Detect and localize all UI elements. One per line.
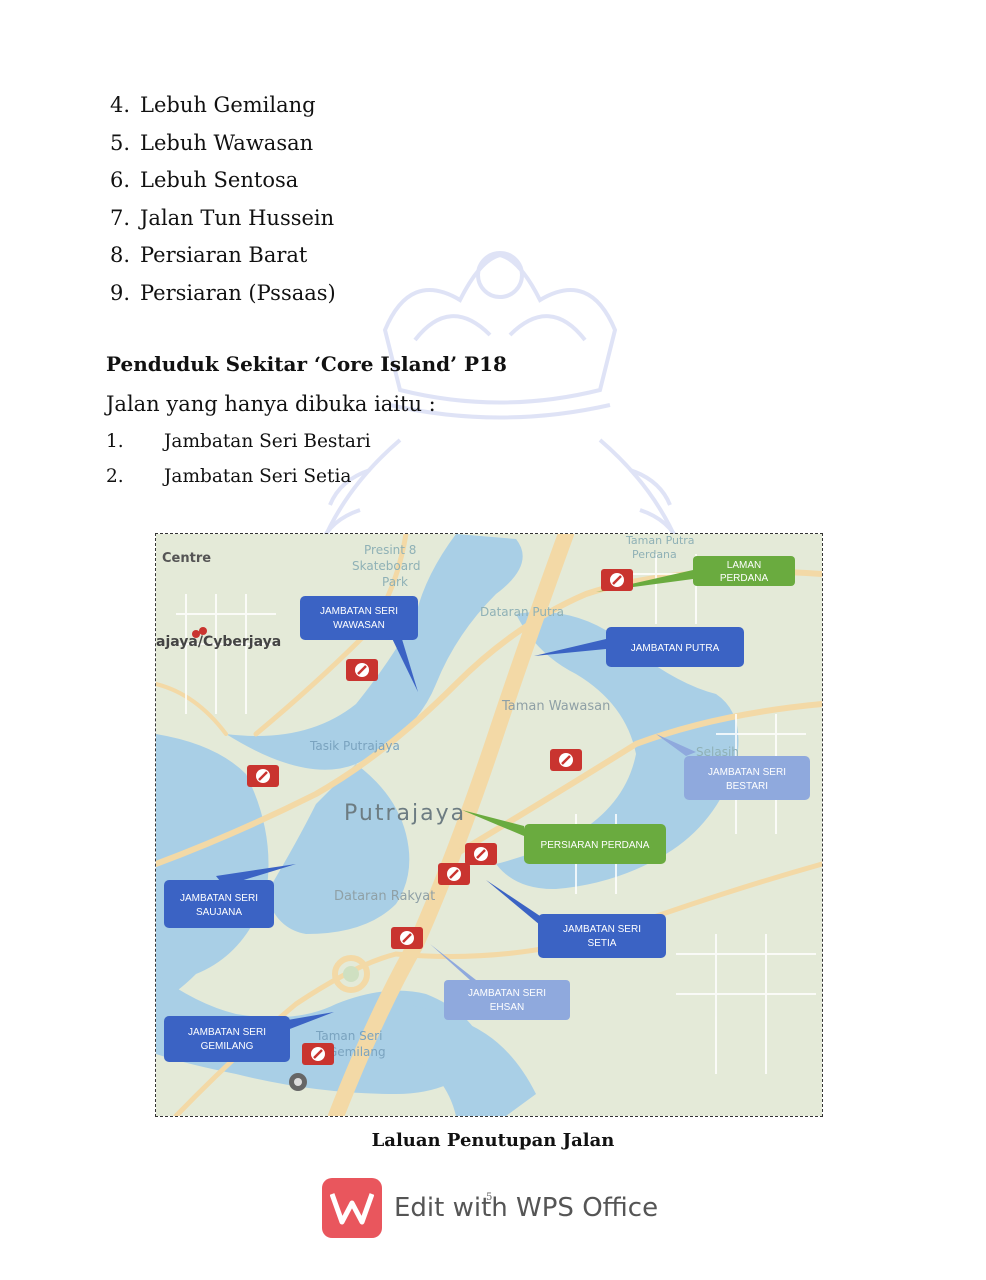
list-text: Jambatan Seri Bestari: [164, 431, 371, 452]
list-item: 1. Jambatan Seri Bestari: [106, 428, 371, 463]
roundabout: [332, 955, 370, 993]
list-item: 8. Persiaran Barat: [110, 238, 336, 276]
label-skateboard: Skateboard: [352, 559, 420, 573]
no-entry-icon: [391, 927, 423, 949]
no-entry-icon: [438, 863, 470, 885]
location-pin-icon: [289, 1073, 307, 1091]
callout-persiaran-perdana: PERSIARAN PERDANA: [524, 824, 666, 864]
label-presint8: Presint 8: [364, 543, 416, 557]
map-caption: Laluan Penutupan Jalan: [371, 1130, 615, 1151]
callout-text: JAMBATAN PUTRA: [631, 643, 720, 654]
list-text: Persiaran (Pssaas): [140, 280, 336, 305]
wps-logo-icon: [322, 1178, 382, 1238]
callout-text: GEMILANG: [201, 1041, 254, 1052]
list-text: Jalan Tun Hussein: [140, 205, 335, 230]
callout-text: JAMBATAN SERI: [320, 606, 398, 617]
road-closure-map: Centre ajaya/Cyberjaya Presint 8 Skatebo…: [155, 533, 823, 1117]
callout-text: SAUJANA: [196, 907, 242, 918]
wps-brand-text: Edit with WPS Office: [394, 1193, 659, 1223]
label-gemilang: Gemilang: [328, 1045, 386, 1059]
label-taman-putra: Taman Putra: [625, 534, 695, 547]
section-intro: Jalan yang hanya dibuka iaitu :: [106, 392, 436, 416]
list-text: Lebuh Gemilang: [140, 93, 316, 117]
list-text: Jambatan Seri Setia: [164, 466, 352, 487]
callout-text: JAMBATAN SERI: [563, 924, 641, 935]
list-number: 7.: [110, 205, 131, 230]
place-labels: Centre ajaya/Cyberjaya Presint 8 Skatebo…: [156, 534, 739, 1059]
section-heading: Penduduk Sekitar ‘Core Island’ P18: [106, 352, 507, 376]
closed-roads-list: 4. Lebuh Gemilang 5. Lebuh Wawasan 6. Lebuh…: [110, 88, 336, 314]
list-number: 5.: [110, 130, 131, 155]
label-centre: Centre: [162, 551, 211, 566]
no-entry-icon: [550, 749, 582, 771]
station-marker-icon: [192, 627, 207, 638]
callout-laman-perdana: LAMAN PERDANA: [693, 556, 795, 586]
label-taman-wawasan: Taman Wawasan: [501, 699, 610, 714]
list-item: 5. Lebuh Wawasan: [110, 126, 336, 164]
no-entry-icon: [601, 569, 633, 591]
callout-text: BESTARI: [726, 781, 768, 792]
wps-office-banner[interactable]: Edit with WPS Office: [322, 1178, 658, 1238]
label-tasik-putrajaya: Tasik Putrajaya: [309, 739, 400, 753]
callout-text: JAMBATAN SERI: [468, 988, 546, 999]
list-item: 7. Jalan Tun Hussein: [110, 201, 336, 239]
list-number: 6.: [110, 168, 131, 193]
callout-text: LAMAN: [727, 560, 761, 571]
label-dataran-putra: Dataran Putra: [480, 605, 564, 619]
list-item: 6. Lebuh Sentosa: [110, 163, 336, 201]
list-number: 2.: [106, 466, 124, 487]
no-entry-icon: [465, 843, 497, 865]
open-roads-list: 1. Jambatan Seri Bestari 2. Jambatan Seri …: [106, 428, 371, 498]
callout-jambatan-seri-bestari: JAMBATAN SERI BESTARI: [684, 756, 810, 800]
label-taman-seri: Taman Seri: [315, 1029, 382, 1043]
map-canvas: Centre ajaya/Cyberjaya Presint 8 Skatebo…: [156, 534, 822, 1116]
closure-markers: [247, 569, 633, 1065]
callout-text: SETIA: [588, 938, 617, 949]
callout-text: WAWASAN: [333, 620, 385, 631]
callout-text: JAMBATAN SERI: [188, 1027, 266, 1038]
label-dataran-rakyat: Dataran Rakyat: [334, 889, 435, 904]
no-entry-icon: [346, 659, 378, 681]
no-entry-icon: [302, 1043, 334, 1065]
callout-jambatan-seri-saujana: JAMBATAN SERI SAUJANA: [164, 880, 274, 928]
label-selasih: Selasih: [696, 745, 739, 759]
list-text: Persiaran Barat: [140, 243, 308, 268]
callout-jambatan-seri-gemilang: JAMBATAN SERI GEMILANG: [164, 1016, 290, 1062]
callout-text: PERSIARAN PERDANA: [541, 840, 650, 851]
roundabout-centre: [343, 966, 359, 982]
list-number: 8.: [110, 243, 131, 268]
label-perdana: Perdana: [632, 548, 677, 561]
list-number: 4.: [110, 93, 131, 117]
label-cyberjaya: ajaya/Cyberjaya: [156, 634, 281, 650]
callouts: LAMAN PERDANA JAMBATAN SERI WAWASAN JAMB…: [164, 556, 810, 1062]
label-park: Park: [382, 575, 408, 589]
callout-jambatan-seri-ehsan: JAMBATAN SERI EHSAN: [444, 980, 570, 1020]
map-water: [156, 534, 739, 1116]
list-number: 1.: [106, 431, 124, 452]
list-item: 4. Lebuh Gemilang: [110, 88, 336, 126]
callout-text: JAMBATAN SERI: [180, 893, 258, 904]
callout-jambatan-putra: JAMBATAN PUTRA: [606, 627, 744, 667]
page-number: 5: [486, 1192, 493, 1203]
callout-text: PERDANA: [720, 573, 769, 584]
list-number: 9.: [110, 280, 131, 305]
list-item: 2. Jambatan Seri Setia: [106, 463, 371, 498]
no-entry-icon: [247, 765, 279, 787]
list-item: 9. Persiaran (Pssaas): [110, 276, 336, 314]
callout-jambatan-seri-setia: JAMBATAN SERI SETIA: [538, 914, 666, 958]
callout-text: JAMBATAN SERI: [708, 767, 786, 778]
list-text: Lebuh Sentosa: [140, 168, 299, 193]
label-putrajaya: Putrajaya: [344, 801, 466, 826]
list-text: Lebuh Wawasan: [140, 130, 314, 155]
callout-text: EHSAN: [490, 1002, 524, 1013]
callout-jambatan-seri-wawasan: JAMBATAN SERI WAWASAN: [300, 596, 418, 640]
